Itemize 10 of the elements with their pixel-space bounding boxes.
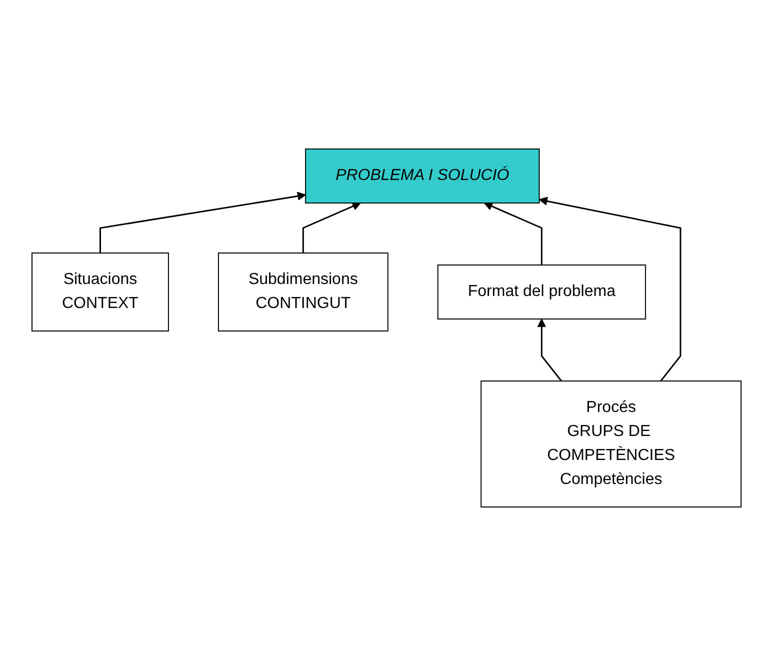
arrow	[100, 191, 306, 252]
node-box: Format del problema	[438, 264, 646, 319]
node-box: Subdimensions CONTINGUT	[218, 252, 389, 331]
arrow	[539, 196, 682, 381]
arrow	[538, 318, 562, 381]
arrow	[302, 202, 362, 252]
node-box: PROBLEMA I SOLUCIÓ	[306, 148, 540, 203]
node-box: Situacions CONTEXT	[32, 252, 170, 331]
arrow	[484, 202, 543, 264]
node-box: Procés GRUPS DE COMPETÈNCIES Competències	[481, 380, 742, 507]
